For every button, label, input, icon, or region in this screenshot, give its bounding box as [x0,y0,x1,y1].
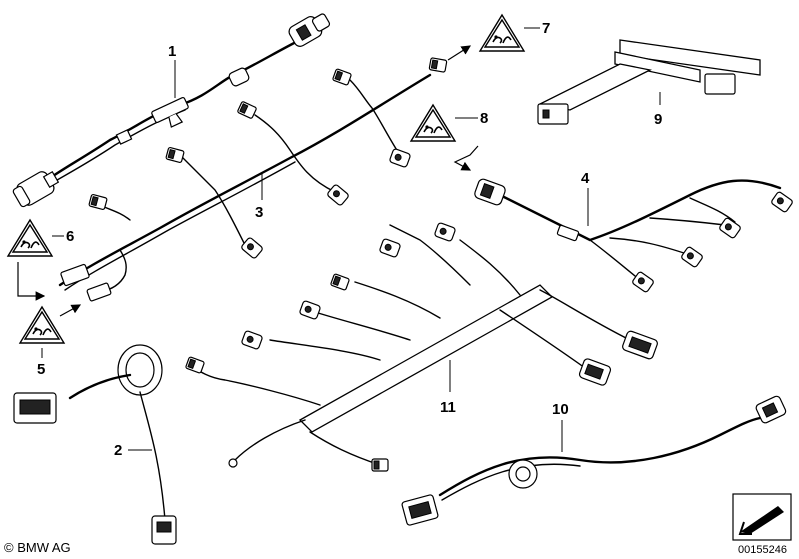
caution-triangle-icon [7,219,53,257]
callout-8: 8 [480,110,488,127]
arrow-icon [17,262,46,301]
part-3-wiring-harness [58,45,472,302]
arrow-icon [453,145,479,171]
callout-10: 10 [552,401,569,418]
callout-7: 7 [542,20,550,37]
part-10-wiring-harness [401,395,787,526]
copyright: © BMW AG [4,540,71,555]
callout-5: 5 [37,361,45,378]
doc-number: 00155246 [738,544,787,556]
callout-2: 2 [114,442,122,459]
caution-triangle-icon [410,104,456,142]
part-2-wiring-grommet [13,344,177,545]
part-1-wiring-harness [12,13,331,208]
callout-3: 3 [255,204,263,221]
arrow-icon [59,304,82,317]
direction-arrow-icon [732,493,792,541]
callout-11: 11 [440,399,456,416]
part-4-wiring-harness [474,178,794,294]
callout-6: 6 [66,228,74,245]
callout-4: 4 [581,170,590,187]
caution-triangle-icon [19,306,65,344]
callout-9: 9 [654,111,662,128]
part-9-flat-cable [537,39,761,125]
caution-triangle-icon [479,14,525,52]
callout-1: 1 [168,43,176,60]
part-11-wiring-harness [184,221,658,472]
